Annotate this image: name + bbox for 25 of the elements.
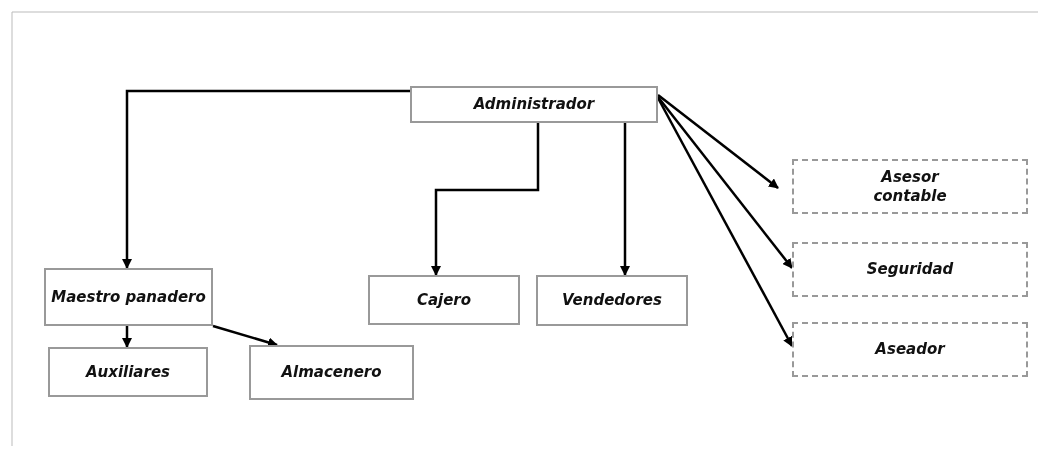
role-box bbox=[536, 275, 688, 326]
connector-arrow bbox=[657, 96, 793, 269]
role-box bbox=[792, 159, 1028, 214]
role-label: Vendedores bbox=[562, 291, 662, 310]
role-label: Asesor contable bbox=[872, 167, 948, 206]
connector-arrow bbox=[620, 123, 630, 276]
connector-arrow bbox=[212, 324, 278, 348]
role-label: Aseador bbox=[875, 340, 945, 359]
role-label: Auxiliares bbox=[86, 362, 170, 382]
role-label: Cajero bbox=[416, 290, 472, 310]
role-box bbox=[249, 345, 414, 400]
connector-arrow bbox=[122, 89, 410, 269]
role-label: Administrador bbox=[473, 95, 595, 114]
role-box bbox=[44, 268, 213, 326]
role-box bbox=[368, 275, 520, 325]
role-box bbox=[410, 86, 658, 123]
role-box bbox=[792, 322, 1028, 377]
connector-arrow bbox=[122, 326, 132, 348]
role-label: Seguridad bbox=[866, 260, 954, 279]
connector-arrow bbox=[657, 94, 779, 189]
role-box bbox=[792, 242, 1028, 297]
role-label: Almacenero bbox=[281, 363, 382, 382]
role-label: Maestro panadero bbox=[51, 287, 206, 307]
connector-arrow bbox=[431, 123, 540, 276]
role-box bbox=[48, 347, 208, 397]
